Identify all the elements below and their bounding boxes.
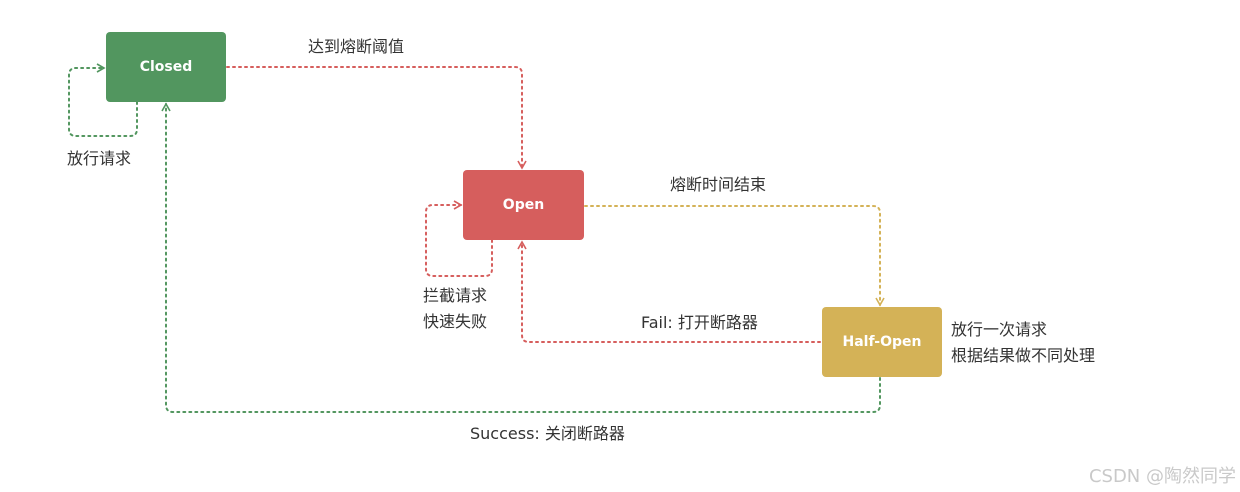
open-self-loop-label-line2: 快速失败 [423,312,488,331]
half-open-note-line1: 放行一次请求 [951,320,1048,339]
closed-self-loop-label: 放行请求 [67,149,132,168]
closed-to-open-label: 达到熔断阈值 [308,37,405,56]
open-to-half-open-arrow [584,205,885,307]
closed-self-loop-arrow [68,63,138,137]
state-half-open: Half-Open [822,307,942,377]
open-self-loop-arrow [425,200,493,277]
open-self-loop-label-line1: 拦截请求 [423,286,488,305]
closed-to-open-arrow [226,66,527,170]
half-open-to-closed-label: Success: 关闭断路器 [470,424,625,443]
half-open-note-line2: 根据结果做不同处理 [951,346,1096,365]
half-open-to-open-label: Fail: 打开断路器 [641,313,758,332]
half-open-to-closed-arrow [161,102,881,413]
watermark: CSDN @陶然同学 [1088,466,1236,487]
state-open: Open [463,170,584,240]
state-closed: Closed [106,32,226,102]
open-to-half-open-label: 熔断时间结束 [670,175,767,194]
half-open-to-open-arrow [517,240,821,343]
